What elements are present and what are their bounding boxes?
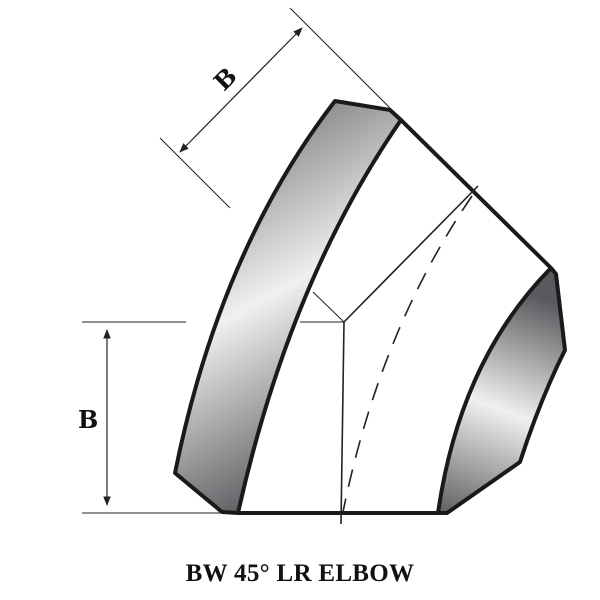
dim-label-top: B bbox=[208, 61, 243, 96]
top-outer-edge bbox=[399, 118, 553, 270]
center-arc-dashed bbox=[342, 195, 473, 513]
left-end-band bbox=[173, 99, 403, 515]
center-line-vertical bbox=[340, 321, 345, 525]
dim-ext-line-top-left bbox=[159, 137, 231, 209]
center-line-tick bbox=[312, 291, 345, 323]
dim-label-left: B bbox=[78, 405, 98, 434]
diagram-caption: BW 45° LR ELBOW bbox=[185, 560, 415, 587]
dim-ext-line-top-right bbox=[289, 7, 391, 109]
dim-arrow-diagonal bbox=[179, 27, 303, 153]
center-line-diagonal bbox=[343, 185, 479, 323]
right-end-band bbox=[436, 266, 567, 515]
